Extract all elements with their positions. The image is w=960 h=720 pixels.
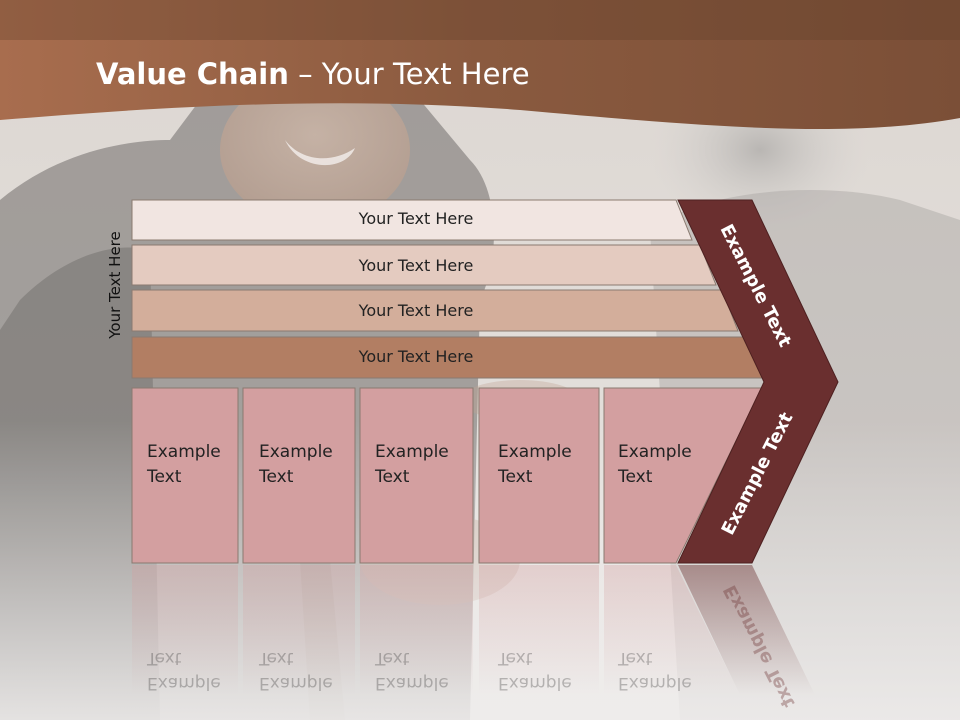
bar-2-label: Your Text Here bbox=[358, 256, 474, 275]
bar-3-label: Your Text Here bbox=[358, 301, 474, 320]
bar-1 bbox=[131, 199, 693, 241]
box-5 bbox=[603, 387, 763, 564]
title-rest: – Your Text Here bbox=[288, 57, 530, 91]
box-2 bbox=[242, 387, 356, 564]
chevron bbox=[677, 199, 839, 564]
box-3 bbox=[359, 387, 474, 564]
bar-1-label: Your Text Here bbox=[358, 209, 474, 228]
box-1 bbox=[131, 387, 239, 564]
side-label-text: Your Text Here bbox=[106, 231, 124, 339]
bar-2 bbox=[131, 244, 717, 286]
slide-title: Value Chain – Your Text Here bbox=[96, 52, 796, 96]
bar-3 bbox=[131, 289, 739, 332]
title-bold: Value Chain bbox=[96, 57, 289, 91]
side-label: Your Text Here bbox=[100, 220, 130, 350]
bar-4-label: Your Text Here bbox=[358, 347, 474, 366]
box-4 bbox=[478, 387, 600, 564]
